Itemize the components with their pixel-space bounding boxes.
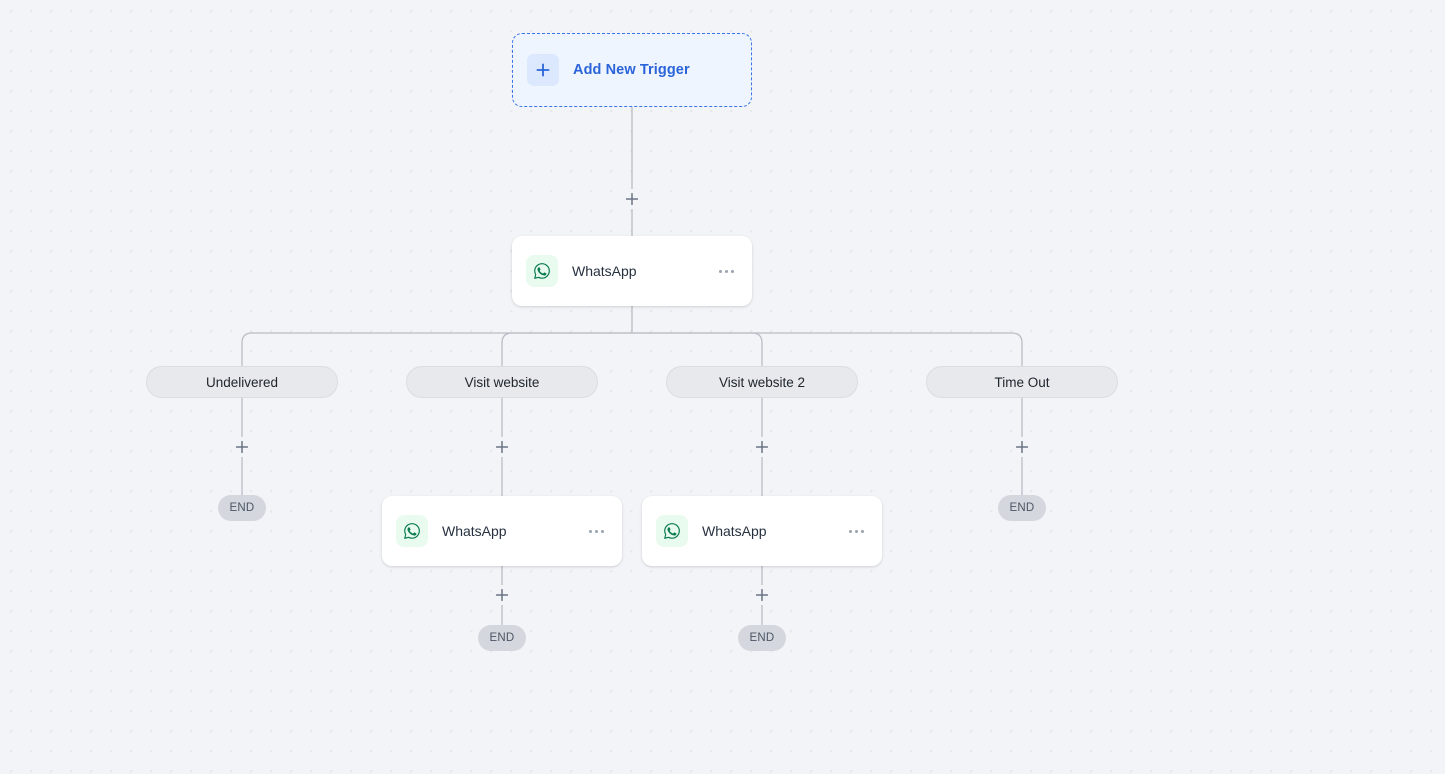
add-step-icon-branch3-lower[interactable] (752, 585, 772, 605)
node-label: WhatsApp (702, 523, 767, 539)
edge-branch-bus-outer (241, 332, 1023, 366)
more-options-icon[interactable] (847, 524, 866, 539)
branch-pill-visit-website-2[interactable]: Visit website 2 (666, 366, 858, 398)
add-step-icon-branch1[interactable] (232, 437, 252, 457)
add-new-trigger-card[interactable]: Add New Trigger (512, 33, 752, 107)
add-step-icon-branch3[interactable] (752, 437, 772, 457)
branch-pill-undelivered[interactable]: Undelivered (146, 366, 338, 398)
more-options-icon[interactable] (717, 264, 736, 279)
end-node-branch1[interactable]: END (218, 495, 266, 521)
end-node-branch2[interactable]: END (478, 625, 526, 651)
whatsapp-icon (656, 515, 688, 547)
add-step-icon-branch4[interactable] (1012, 437, 1032, 457)
node-label: WhatsApp (572, 263, 637, 279)
end-node-branch3[interactable]: END (738, 625, 786, 651)
node-whatsapp-branch3[interactable]: WhatsApp (642, 496, 882, 566)
branch-pill-visit-website[interactable]: Visit website (406, 366, 598, 398)
node-whatsapp-main[interactable]: WhatsApp (512, 236, 752, 306)
add-step-icon-branch2-lower[interactable] (492, 585, 512, 605)
add-step-icon-branch2[interactable] (492, 437, 512, 457)
node-whatsapp-branch2[interactable]: WhatsApp (382, 496, 622, 566)
whatsapp-icon (396, 515, 428, 547)
add-step-icon-main[interactable] (622, 189, 642, 209)
end-node-branch4[interactable]: END (998, 495, 1046, 521)
edge-branch-bus-inner (501, 332, 763, 366)
add-new-trigger-label: Add New Trigger (573, 62, 690, 78)
plus-icon (527, 54, 559, 86)
node-label: WhatsApp (442, 523, 507, 539)
more-options-icon[interactable] (587, 524, 606, 539)
whatsapp-icon (526, 255, 558, 287)
branch-pill-time-out[interactable]: Time Out (926, 366, 1118, 398)
